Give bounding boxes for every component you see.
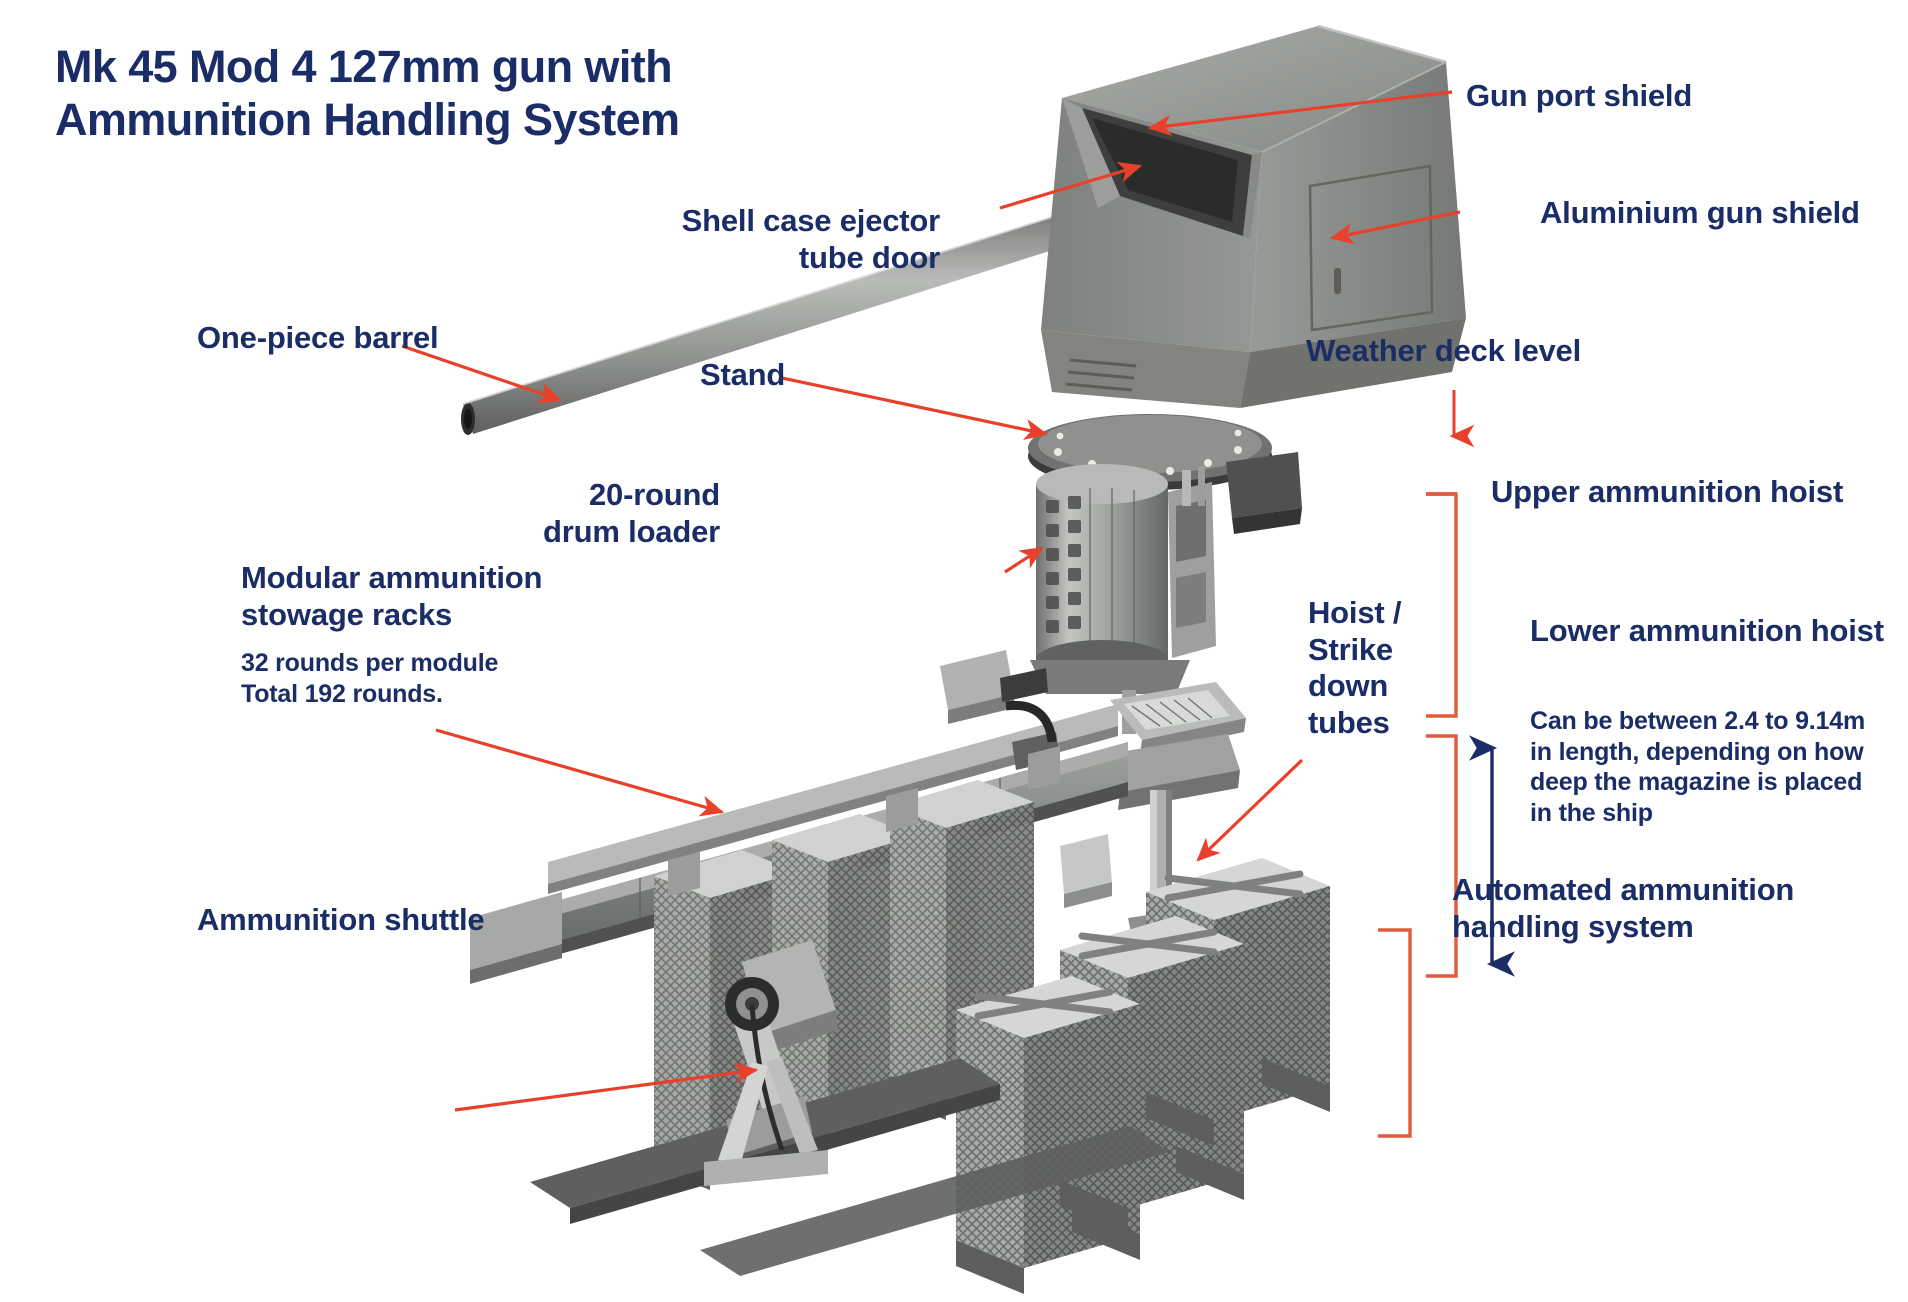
label-aluminium-gun-shield: Aluminium gun shield — [1540, 195, 1860, 230]
label-weather-deck-level: Weather deck level — [1306, 333, 1581, 368]
label-modular-ammunition-stowage-racks: Modular ammunition stowage racks — [241, 560, 543, 632]
label-ammunition-shuttle: Ammunition shuttle — [197, 902, 485, 937]
label-gun-port-shield: Gun port shield — [1466, 78, 1693, 113]
upper-hoist-art — [1110, 682, 1246, 754]
label-upper-ammunition-hoist: Upper ammunition hoist — [1491, 474, 1844, 509]
label-hoist-strike-down-tubes: Hoist / Strike down tubes — [1308, 595, 1402, 740]
label-shell-case-ejector-tube-door: Shell case ejector tube door — [681, 203, 941, 275]
label-drum-loader: 20-round drum loader — [543, 477, 720, 549]
label-automated-ammunition-handling-system: Automated ammunition handling system — [1452, 872, 1795, 944]
label-lower-ammunition-hoist: Lower ammunition hoist — [1530, 613, 1884, 648]
label-one-piece-barrel: One-piece barrel — [197, 320, 439, 355]
drum-loader-art — [1030, 464, 1216, 694]
label-modular-racks-note: 32 rounds per module Total 192 rounds. — [241, 649, 499, 708]
one-piece-barrel-art — [461, 197, 1122, 435]
label-lower-hoist-note: Can be between 2.4 to 9.14m in length, d… — [1530, 707, 1865, 827]
auxiliary-equipment-art — [668, 650, 1112, 908]
page-title: Mk 45 Mod 4 127mm gun with Ammunition Ha… — [55, 41, 680, 146]
ammunition-shuttle-art — [704, 940, 838, 1186]
label-stand: Stand — [700, 357, 786, 392]
